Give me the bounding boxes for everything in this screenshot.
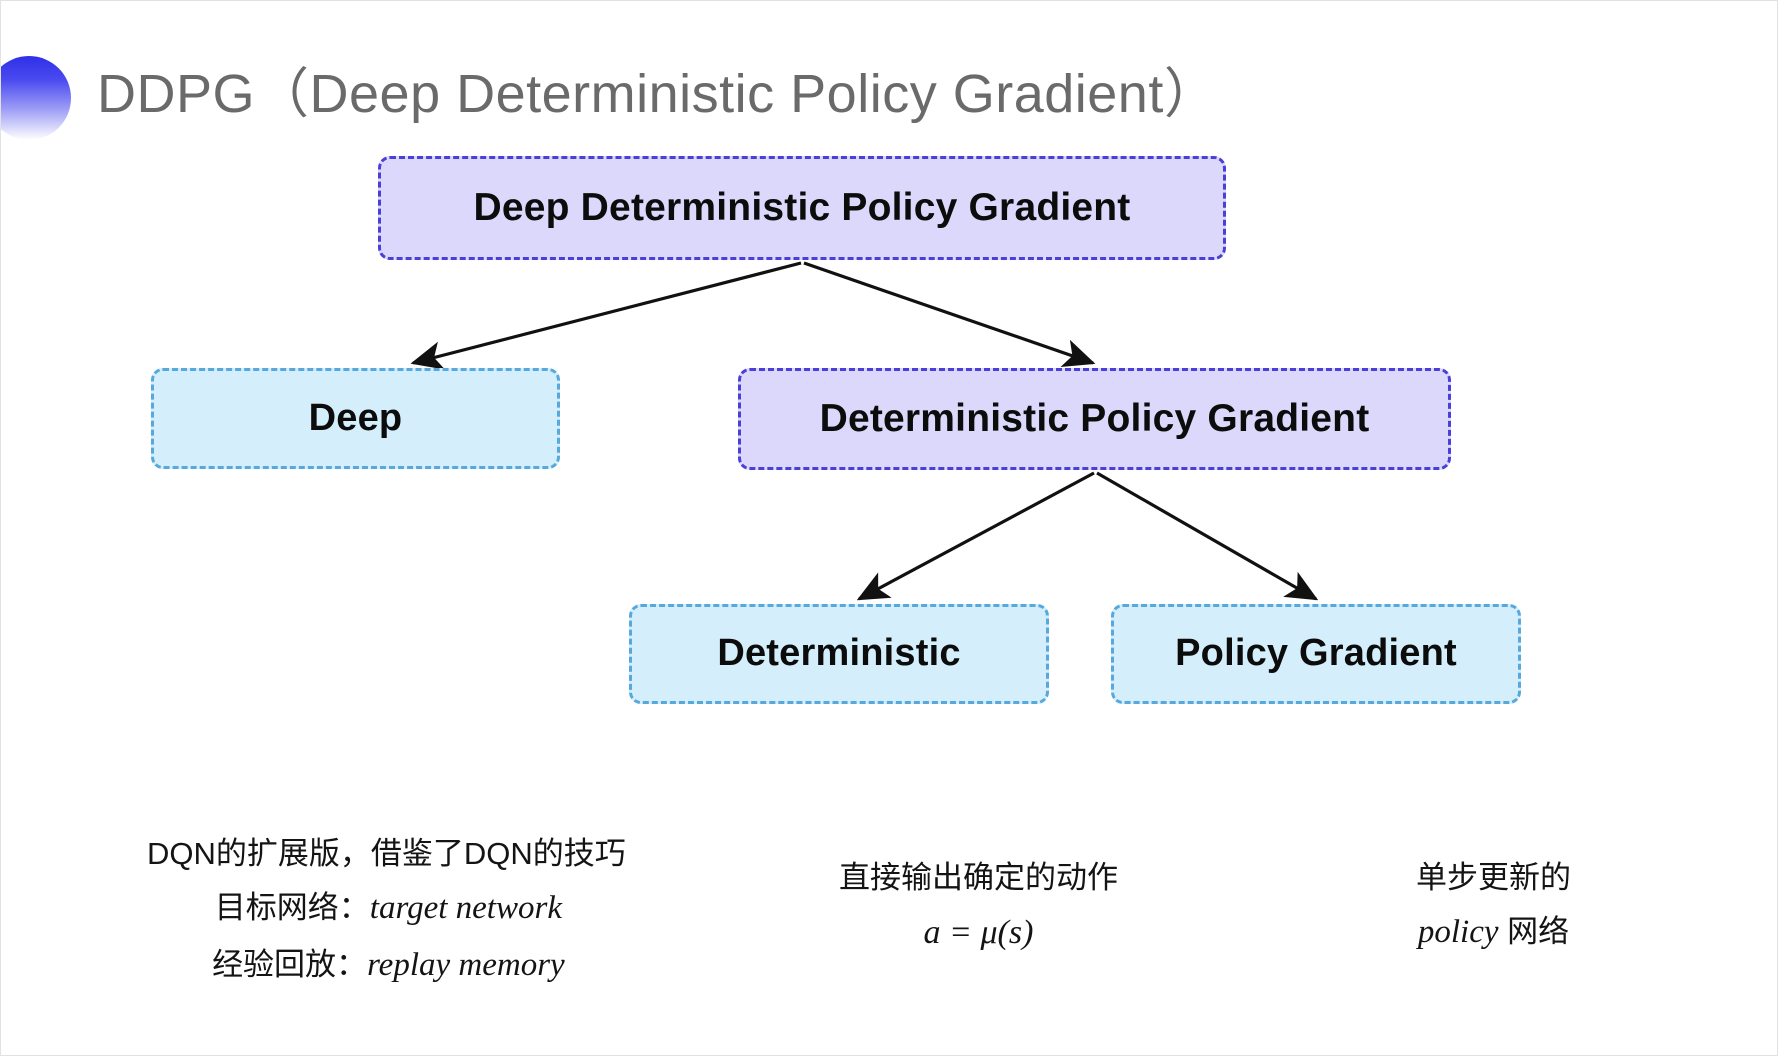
annotation-deep-line1: DQN的扩展版，借鉴了DQN的技巧 bbox=[147, 836, 626, 871]
node-deterministic[interactable]: Deterministic bbox=[629, 604, 1049, 704]
annotation-policy-gradient-suffix: 网络 bbox=[1498, 914, 1570, 950]
edge-dpg-to-policy-gradient bbox=[1096, 471, 1319, 601]
annotation-deterministic: 直接输出确定的动作 a = μ(s) bbox=[839, 851, 1118, 963]
annotation-deep-line2: 目标网络：target network bbox=[147, 880, 626, 937]
edge-root-to-deep bbox=[410, 261, 802, 370]
annotation-deterministic-formula: a = μ(s) bbox=[923, 914, 1034, 952]
edge-root-to-dpg bbox=[803, 261, 1096, 367]
node-deep[interactable]: Deep bbox=[151, 368, 560, 469]
annotation-deep-line2-label: 目标网络： bbox=[214, 890, 370, 926]
annotation-deep-line2-term: target network bbox=[369, 890, 562, 927]
annotation-deep-line3: 经验回放：replay memory bbox=[147, 937, 626, 994]
annotation-policy-gradient-line2: policy 网络 bbox=[1416, 904, 1571, 961]
annotation-deep: DQN的扩展版，借鉴了DQN的技巧 目标网络：target network 经验… bbox=[147, 827, 626, 994]
annotation-policy-gradient: 单步更新的 policy 网络 bbox=[1416, 851, 1571, 961]
page-title: DDPG（Deep Deterministic Policy Gradient） bbox=[97, 64, 1219, 124]
node-deep-deterministic-policy-gradient[interactable]: Deep Deterministic Policy Gradient bbox=[378, 156, 1226, 260]
gradient-circle-bullet-icon bbox=[1, 56, 71, 140]
annotation-deterministic-line1: 直接输出确定的动作 bbox=[839, 860, 1118, 895]
node-deterministic-policy-gradient[interactable]: Deterministic Policy Gradient bbox=[738, 368, 1451, 470]
annotation-deep-line3-term: replay memory bbox=[367, 947, 565, 984]
annotation-deep-line3-label: 经验回放： bbox=[212, 947, 368, 983]
annotation-policy-gradient-term: policy bbox=[1417, 914, 1499, 951]
annotation-policy-gradient-line1: 单步更新的 bbox=[1416, 860, 1571, 895]
node-policy-gradient[interactable]: Policy Gradient bbox=[1111, 604, 1521, 704]
edge-dpg-to-deterministic bbox=[856, 471, 1095, 601]
